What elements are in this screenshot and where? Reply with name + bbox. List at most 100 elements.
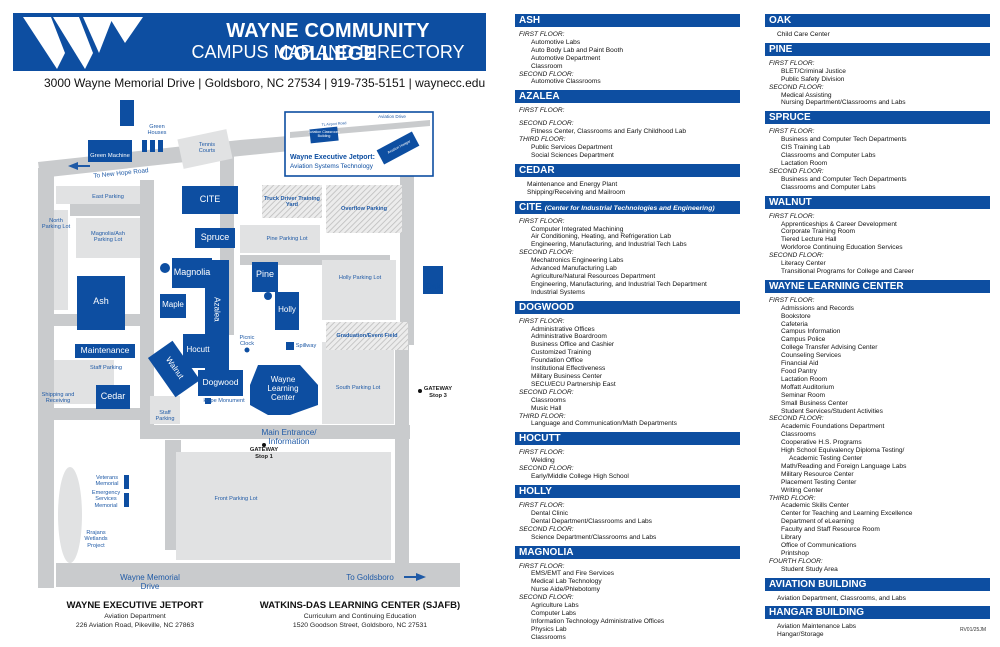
label-main-entrance: Main Entrance/ Information xyxy=(261,428,317,447)
building-ash[interactable]: Ash xyxy=(93,296,109,306)
directory-entry: Military Resource Center xyxy=(781,470,854,478)
label-jetport-program: Aviation Systems Technology xyxy=(290,163,373,170)
section-header-oak: OAK xyxy=(765,14,990,27)
section-title: WAYNE LEARNING CENTER xyxy=(769,280,904,292)
label-truck-driver: Truck Driver Training Yard xyxy=(264,196,320,209)
directory-entry: Cafeteria xyxy=(781,320,808,328)
label-green-houses: Green Houses xyxy=(147,124,167,137)
directory-entry: High School Equivalency Diploma Testing/ xyxy=(781,447,905,455)
directory-entry: Business and Computer Tech Departments xyxy=(781,136,907,144)
truck-driver-yard xyxy=(262,185,322,218)
directory-entry: Child Care Center xyxy=(777,31,830,38)
map-title: CAMPUS MAP AND DIRECTORY xyxy=(191,42,465,62)
directory-entry: Military Business Center xyxy=(531,373,603,380)
building-wayne-learning-center[interactable]: Wayne Learning Center xyxy=(267,375,299,402)
building-pine[interactable]: Pine xyxy=(255,269,274,279)
directory-entry: Language and Communication/Math Departme… xyxy=(531,420,677,428)
directory-entry: Physics Lab xyxy=(531,625,567,633)
directory-entry: Engineering, Manufacturing, and Industri… xyxy=(531,241,687,249)
label-veterans-memorial: Veterans Memorial xyxy=(95,475,119,488)
directory-entry: SECU/ECU Partnership East xyxy=(531,380,616,388)
section-header-cedar: CEDAR xyxy=(515,163,740,177)
floor-label: SECOND FLOOR: xyxy=(519,525,574,533)
directory-entry: Customized Training xyxy=(531,349,592,357)
directory-entry: Food Pantry xyxy=(781,368,817,375)
directory-entry: Library xyxy=(781,534,802,542)
jetport-title: WAYNE EXECUTIVE JETPORT xyxy=(66,600,204,611)
directory-entry: Business and Computer Tech Departments xyxy=(781,175,907,183)
section-title: CEDAR xyxy=(519,164,555,176)
directory-entry: Public Services Department xyxy=(531,143,613,151)
label-staff-parking-1: Staff Parking xyxy=(90,365,122,371)
overflow-parking xyxy=(326,185,402,233)
directory-entry: Foundation Office xyxy=(531,357,583,365)
directory-entry: Business Office and Cashier xyxy=(531,341,615,349)
directory-entry: Admissions and Records xyxy=(781,304,854,312)
building-spruce[interactable]: Spruce xyxy=(200,232,230,242)
directory-entry: Writing Center xyxy=(781,486,824,494)
directory-entry: Academic Skills Center xyxy=(781,502,849,510)
directory-entry: Academic Testing Center xyxy=(789,454,863,462)
floor-label: SECOND FLOOR: xyxy=(519,465,574,473)
label-graduation-field: Graduation/Event Field xyxy=(336,333,398,339)
floor-label: FIRST FLOOR: xyxy=(769,212,815,220)
directory-entry: Automotive Labs xyxy=(531,38,581,46)
building-holly[interactable]: Holly xyxy=(278,305,296,314)
floor-label: FIRST FLOOR: xyxy=(519,449,565,457)
building-green-machine[interactable]: Green Machine xyxy=(90,153,130,159)
floor-label: SECOND FLOOR: xyxy=(769,83,824,91)
directory-entry: Lactation Room xyxy=(781,159,828,167)
directory-entry: Music Hall xyxy=(531,404,562,412)
directory-entry: Aviation Maintenance Labs xyxy=(777,623,857,631)
building-dogwood[interactable]: Dogwood xyxy=(202,377,239,387)
floor-label: FIRST FLOOR: xyxy=(519,31,565,38)
section-header-hangar-building: HANGAR BUILDING xyxy=(765,606,990,620)
directory-entry: Classroom xyxy=(531,62,563,70)
label-to-goldsboro: To Goldsboro xyxy=(346,573,394,582)
directory-entry: Agriculture Labs xyxy=(531,602,579,610)
floor-label: FIRST FLOOR: xyxy=(519,217,565,225)
directory-entry: Classrooms xyxy=(531,396,566,404)
footer-watkins-das: WATKINS-DAS LEARNING CENTER (SJAFB) Curr… xyxy=(245,600,475,629)
directory-entry: Industrial Systems xyxy=(531,288,585,296)
campus-map: CITE Spruce Magnolia Maple Ash Azalea Pi… xyxy=(38,100,475,629)
building-oak[interactable]: Oak xyxy=(425,281,441,291)
section-title: AVIATION BUILDING xyxy=(769,578,867,590)
map-drawing xyxy=(38,100,460,588)
label-tennis-courts: Tennis Courts xyxy=(198,142,216,155)
floor-label: FIRST FLOOR: xyxy=(769,296,815,304)
building-maintenance[interactable]: Maintenance xyxy=(80,345,130,355)
building-maple[interactable]: Maple xyxy=(162,300,184,309)
building-cite[interactable]: CITE xyxy=(199,194,221,204)
building-magnolia[interactable]: Magnolia xyxy=(173,267,211,277)
section-title: AZALEA xyxy=(519,91,560,103)
directory-entry: Tiered Lecture Hall xyxy=(781,236,837,244)
directory-entry: Classrooms and Computer Labs xyxy=(781,152,876,160)
directory-entry: Medical Assisting xyxy=(781,91,832,99)
label-magnolia-ash-lot: Magnolia/Ash Parking Lot xyxy=(91,231,125,244)
floor-label: SECOND FLOOR: xyxy=(769,415,824,423)
directory-entry: Computer Labs xyxy=(531,609,577,617)
directory-entry: Student Services/Student Activities xyxy=(781,407,883,415)
section-title: ASH xyxy=(519,15,541,26)
section-title: HOCUTT xyxy=(519,433,561,445)
section-header-azalea: AZALEA xyxy=(515,90,740,104)
building-cedar[interactable]: Cedar xyxy=(100,391,126,401)
graduation-field xyxy=(326,322,408,350)
section-header-hocutt: HOCUTT xyxy=(515,432,740,446)
directory-entry: Mechatronics Engineering Labs xyxy=(531,257,624,265)
watkins-das-department: Curriculum and Continuing Education xyxy=(303,613,417,620)
directory-entry: Air Conditioning, Heating, and Refrigera… xyxy=(531,233,672,241)
section-note: (Center for Industrial Technologies and … xyxy=(544,204,715,212)
building-hocutt[interactable]: Hocutt xyxy=(186,345,210,354)
directory-entry: Department of eLearning xyxy=(781,518,854,526)
building-azalea[interactable]: Azalea xyxy=(212,297,222,322)
directory-entry: Aviation Department, Classrooms, and Lab… xyxy=(777,594,906,602)
directory-entry: Counseling Services xyxy=(781,352,842,360)
section-title: SPRUCE xyxy=(769,112,811,124)
floor-label: SECOND FLOOR: xyxy=(769,252,824,260)
section-title: WALNUT xyxy=(769,196,812,208)
road-network xyxy=(38,132,460,588)
